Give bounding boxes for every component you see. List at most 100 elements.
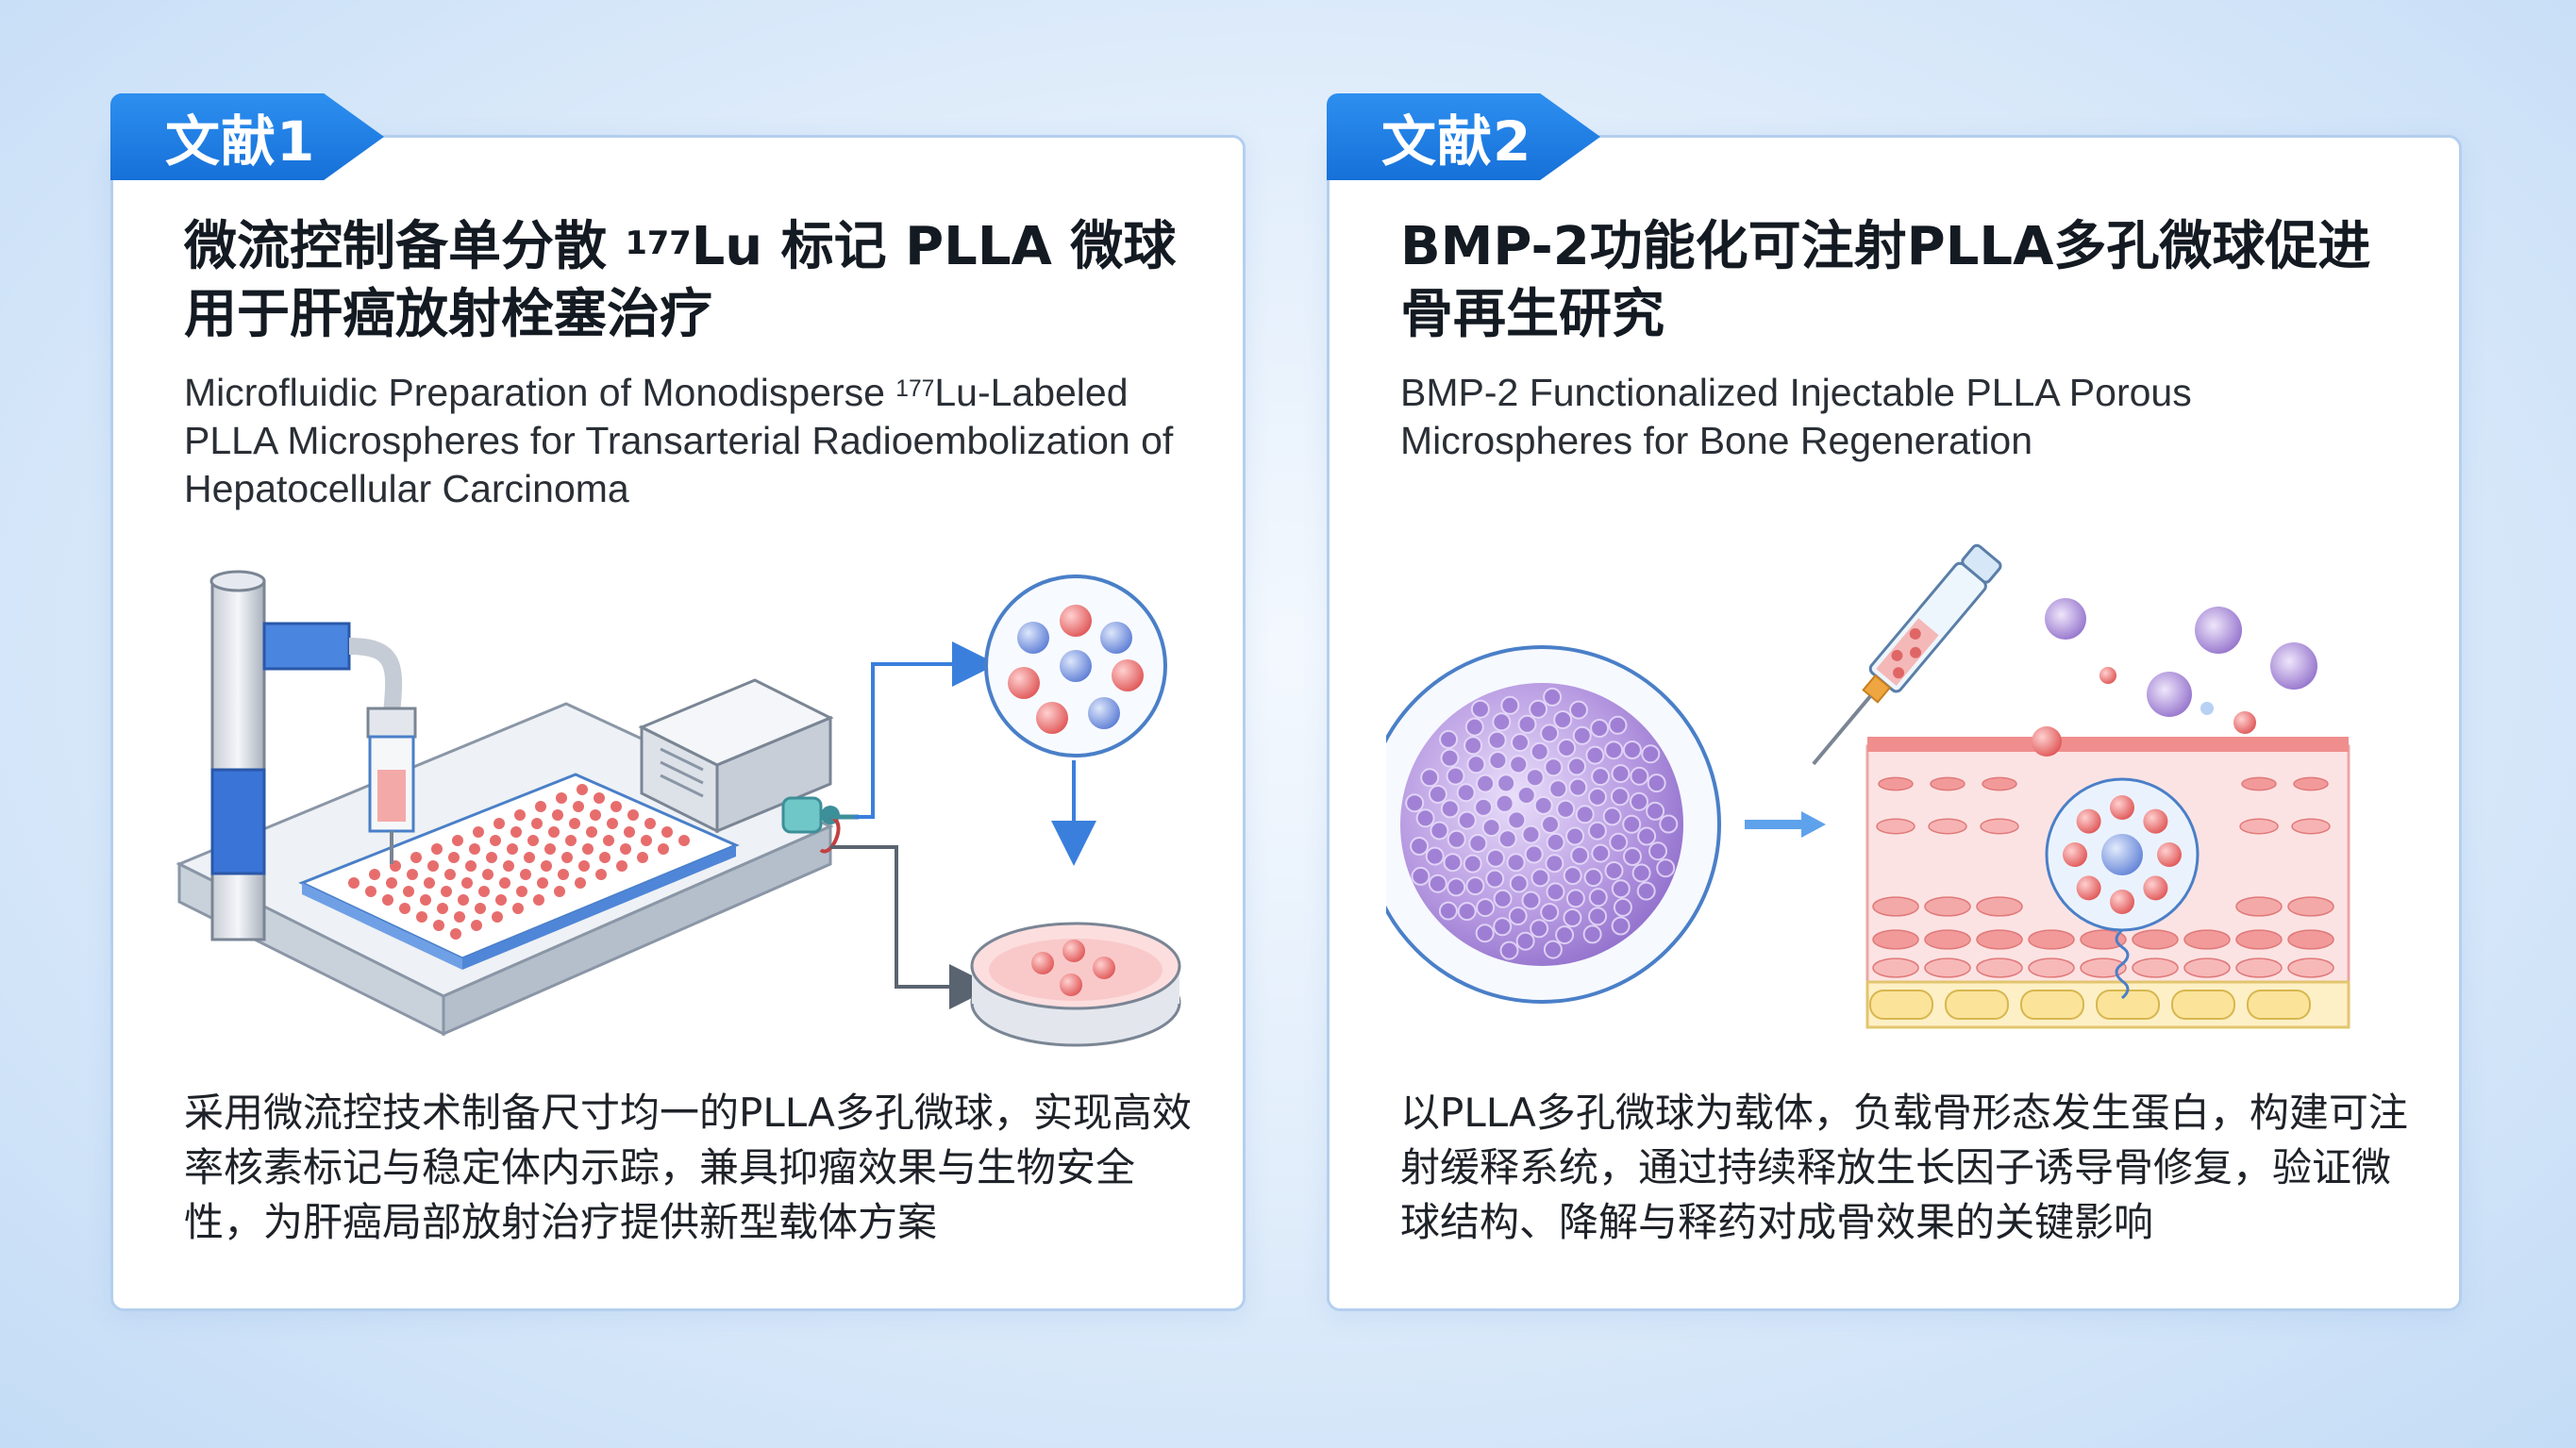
tissue-cell <box>2183 957 2231 978</box>
paper-description-1: 采用微流控技术制备尺寸均一的PLLA多孔微球，实现高效率核素标记与稳定体内示踪，… <box>184 1090 1192 1245</box>
growth-factor-cells <box>2032 598 2317 757</box>
chip-droplet <box>586 826 597 838</box>
sphere-pore <box>1420 768 1440 788</box>
sphere-pore <box>1604 741 1624 760</box>
sphere-pore <box>1546 832 1565 852</box>
sphere-pore <box>1553 710 1573 729</box>
sphere-pore <box>1541 815 1560 834</box>
bone-regeneration-illustration <box>1386 543 2350 1029</box>
chip-droplet <box>556 792 567 804</box>
monodisperse-microspheres-inset <box>984 574 1167 757</box>
sphere-pore <box>1611 764 1631 784</box>
chip-droplet <box>499 877 510 889</box>
loaded-droplet <box>2063 842 2087 867</box>
sphere-pore <box>1493 917 1513 937</box>
chip-droplet <box>611 801 622 812</box>
sphere-pore <box>1497 829 1517 849</box>
chip-droplet <box>510 826 522 838</box>
chip-droplet <box>427 860 439 872</box>
tissue-cell <box>2293 776 2329 791</box>
loaded-droplet <box>2110 890 2134 914</box>
sphere-pore <box>1530 919 1549 939</box>
sphere-pore <box>1509 874 1529 893</box>
chip-droplet <box>520 869 531 880</box>
sphere-pore <box>1517 714 1537 734</box>
sphere-pore <box>1613 897 1632 917</box>
sphere-pore <box>1565 826 1585 846</box>
sphere-pore <box>1521 824 1541 844</box>
sphere-pore <box>1565 889 1585 908</box>
chip-droplet <box>627 809 639 821</box>
chip-droplet <box>490 835 501 846</box>
sphere-pore <box>1591 767 1611 787</box>
sphere-pore <box>1582 924 1602 944</box>
sphere-pore <box>1463 854 1482 874</box>
chip-droplet <box>541 860 552 872</box>
microfluidic-illustration <box>176 570 1181 1047</box>
sphere-pore <box>1588 907 1608 926</box>
chip-droplet <box>493 818 505 829</box>
chip-droplet <box>503 860 514 872</box>
chip-droplet <box>478 886 490 897</box>
tissue-cell <box>1872 896 1919 917</box>
sphere-pore <box>1659 814 1679 834</box>
tissue-cell <box>1930 776 1965 791</box>
sphere-pore <box>1608 715 1628 735</box>
paper-title-cn-2: BMP-2功能化可注射PLLA多孔微球促进骨再生研究 <box>1400 216 2371 345</box>
chip-droplet <box>524 852 535 863</box>
sphere-pore <box>1521 890 1541 910</box>
paper-card-1: 文献1 微流控制备单分散 177Lu 标记 PLLA 微球用于肝癌放射栓塞治疗 … <box>110 93 1246 1311</box>
sphere-pore <box>1488 751 1508 771</box>
chip-droplet <box>475 903 486 914</box>
chip-droplet <box>507 843 518 855</box>
sphere-pore <box>1410 837 1430 856</box>
sphere-pore <box>1492 712 1512 732</box>
sphere-pore <box>1443 853 1463 873</box>
sphere-pore <box>1508 907 1528 925</box>
chip-droplet <box>473 826 484 838</box>
tissue-cell <box>2028 957 2075 978</box>
loaded-droplet <box>2076 875 2101 901</box>
tissue-cell <box>2239 818 2279 835</box>
sphere-pore <box>1585 745 1605 765</box>
sphere-pore <box>1630 766 1649 786</box>
chip-droplet <box>386 877 397 889</box>
sphere-pore <box>1487 730 1507 750</box>
sphere-pore <box>1446 766 1465 786</box>
chip-droplet <box>552 809 563 821</box>
sphere-pore <box>1440 799 1460 819</box>
sphere-pore <box>1622 741 1642 759</box>
sphere-pore <box>1609 832 1629 852</box>
chip-droplet <box>465 860 477 872</box>
loaded-droplet <box>2110 795 2134 820</box>
chip-droplet <box>452 835 463 846</box>
microfluidic-chip <box>298 773 740 970</box>
bone-cell <box>2171 990 2235 1020</box>
loaded-droplet <box>2157 842 2182 867</box>
sphere-pore <box>1516 786 1536 805</box>
sphere-pore <box>1497 774 1516 793</box>
paper-badge-1: 文献1 <box>110 93 384 180</box>
sphere-pore <box>1506 853 1526 873</box>
loaded-droplet <box>2143 808 2168 834</box>
chip-droplet <box>620 843 631 855</box>
sphere-pore <box>1602 807 1622 826</box>
sphere-pore <box>1465 876 1485 896</box>
chip-droplet <box>624 826 635 838</box>
chip-droplet <box>641 835 652 846</box>
sphere-pore <box>1425 846 1445 866</box>
chip-droplet <box>577 784 588 795</box>
paper-badge-2: 文献2 <box>1327 93 1600 180</box>
sphere-pore <box>1590 719 1610 738</box>
tissue-cell <box>2132 957 2179 978</box>
sphere-pore <box>1611 879 1631 899</box>
chip-droplet <box>458 894 469 906</box>
chip-droplet <box>437 903 448 914</box>
sphere-pore <box>1572 725 1592 745</box>
sphere-pore <box>1509 755 1529 774</box>
tissue-cell <box>1876 818 1915 835</box>
sphere-pore <box>1568 777 1588 797</box>
chip-droplet <box>565 835 577 846</box>
chip-droplet <box>482 869 493 880</box>
chip-droplet <box>548 826 560 838</box>
